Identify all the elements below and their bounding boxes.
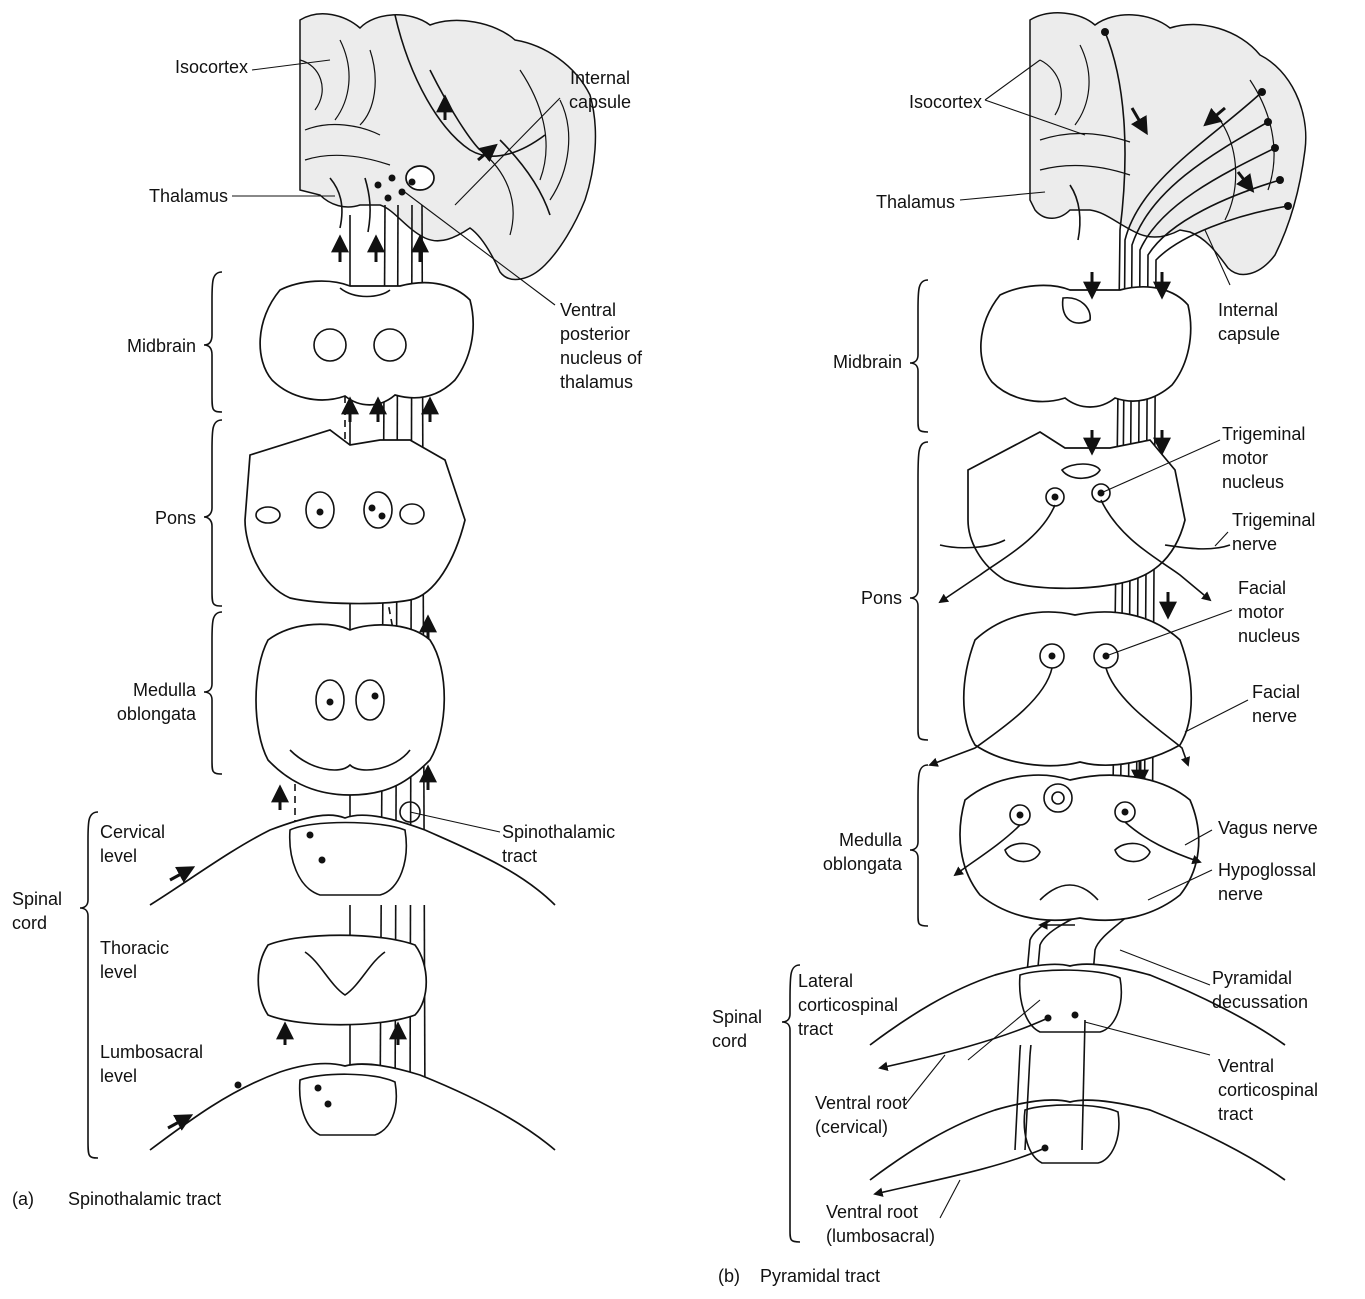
panel-b-label-internal-capsule-1: Internal — [1218, 300, 1278, 320]
panel-b-midbrain — [981, 272, 1191, 407]
panel-b-brain-section — [1030, 13, 1306, 275]
panel-b-label-medulla-1: Medulla — [839, 830, 903, 850]
panel-b-label-facial-motor-2: motor — [1238, 602, 1284, 622]
panel-b-label-spinal-1: Spinal — [712, 1007, 762, 1027]
panel-b-label-trigeminal-motor-3: nucleus — [1222, 472, 1284, 492]
panel-a-label-pons: Pons — [155, 508, 196, 528]
panel-b-label-ventral-root-cervical-1: Ventral root — [815, 1093, 907, 1113]
panel-b-label-ventral-cs-3: tract — [1218, 1104, 1253, 1124]
panel-a-midbrain — [260, 238, 473, 422]
panel-a-label-cervical-1: Cervical — [100, 822, 165, 842]
panel-b-label-facial-nerve-1: Facial — [1252, 682, 1300, 702]
panel-b-label-facial-motor-3: nucleus — [1238, 626, 1300, 646]
panel-b-pons-trigeminal — [940, 430, 1230, 602]
panel-a-label-lumbosacral-2: level — [100, 1066, 137, 1086]
panel-a-pons — [245, 430, 465, 655]
panel-a-label-midbrain: Midbrain — [127, 336, 196, 356]
panel-a-caption-title: Spinothalamic tract — [68, 1189, 221, 1209]
panel-b-label-pons: Pons — [861, 588, 902, 608]
panel-b-label-hypoglossal-2: nerve — [1218, 884, 1263, 904]
panel-a-label-thoracic-2: level — [100, 962, 137, 982]
panel-a-thoracic-level — [258, 935, 426, 1045]
panel-b-label-facial-nerve-2: nerve — [1252, 706, 1297, 726]
panel-a-label-thalamus: Thalamus — [149, 186, 228, 206]
panel-a-label-medulla-1: Medulla — [133, 680, 197, 700]
panel-b-label-ventral-root-lumbosacral-1: Ventral root — [826, 1202, 918, 1222]
panel-a-lumbosacral-level — [150, 1064, 555, 1150]
panel-a-label-spinothalamic-1: Spinothalamic — [502, 822, 615, 842]
panel-a-caption-letter: (a) — [12, 1189, 34, 1209]
panel-b-label-ventral-cs-1: Ventral — [1218, 1056, 1274, 1076]
panel-b-label-hypoglossal-1: Hypoglossal — [1218, 860, 1316, 880]
panel-b-caption-title: Pyramidal tract — [760, 1266, 880, 1286]
panel-b-caption-letter: (b) — [718, 1266, 740, 1286]
panel-b-label-spinal-2: cord — [712, 1031, 747, 1051]
panel-b-label-trigeminal-motor-2: motor — [1222, 448, 1268, 468]
panel-b-label-trigeminal-motor-1: Trigeminal — [1222, 424, 1305, 444]
panel-a-medulla — [256, 624, 444, 810]
panel-b-label-medulla-2: oblongata — [823, 854, 903, 874]
panel-b-label-internal-capsule-2: capsule — [1218, 324, 1280, 344]
panel-a-label-spinal-1: Spinal — [12, 889, 62, 909]
panel-b-label-facial-motor-1: Facial — [1238, 578, 1286, 598]
panel-a-label-internal-capsule: Internal — [570, 68, 630, 88]
panel-b-label-lateral-cs-3: tract — [798, 1019, 833, 1039]
panel-a-label-isocortex: Isocortex — [175, 57, 248, 77]
panel-b-label-pyramidal-decussation-2: decussation — [1212, 992, 1308, 1012]
panel-a-cervical-level — [150, 802, 555, 905]
panel-a-label-spinothalamic-2: tract — [502, 846, 537, 866]
panel-b-label-ventral-root-lumbosacral-2: (lumbosacral) — [826, 1226, 935, 1246]
panel-b-label-trigeminal-nerve-1: Trigeminal — [1232, 510, 1315, 530]
panel-b-label-isocortex: Isocortex — [909, 92, 982, 112]
panel-b-label-vagus: Vagus nerve — [1218, 818, 1318, 838]
panel-a-label-vpn-1: Ventral — [560, 300, 616, 320]
panel-b-pons-facial — [930, 592, 1191, 784]
panel-a-label-spinal-2: cord — [12, 913, 47, 933]
panel-a-label-medulla-2: oblongata — [117, 704, 197, 724]
panel-a-brain-section — [300, 14, 595, 280]
panel-b-label-lateral-cs-1: Lateral — [798, 971, 853, 991]
panel-a-label-vpn-2: posterior — [560, 324, 630, 344]
panel-b-label-ventral-cs-2: corticospinal — [1218, 1080, 1318, 1100]
panel-a-label-internal-capsule-2: capsule — [569, 92, 631, 112]
panel-b-label-midbrain: Midbrain — [833, 352, 902, 372]
panel-b-label-ventral-root-cervical-2: (cervical) — [815, 1117, 888, 1137]
panel-a-spinothalamic: Isocortex Internal capsule Thalamus Vent… — [12, 14, 643, 1209]
panel-b-medulla — [955, 775, 1200, 925]
panel-a-label-vpn-3: nucleus of — [560, 348, 643, 368]
panel-b-label-lateral-cs-2: corticospinal — [798, 995, 898, 1015]
panel-b-label-thalamus: Thalamus — [876, 192, 955, 212]
panel-b-pyramidal: Isocortex Thalamus Internal capsule Midb… — [712, 13, 1318, 1286]
panel-a-label-lumbosacral-1: Lumbosacral — [100, 1042, 203, 1062]
panel-a-label-cervical-2: level — [100, 846, 137, 866]
panel-a-label-vpn-4: thalamus — [560, 372, 633, 392]
panel-b-label-pyramidal-decussation-1: Pyramidal — [1212, 968, 1292, 988]
panel-a-label-thoracic-1: Thoracic — [100, 938, 169, 958]
panel-b-label-trigeminal-nerve-2: nerve — [1232, 534, 1277, 554]
